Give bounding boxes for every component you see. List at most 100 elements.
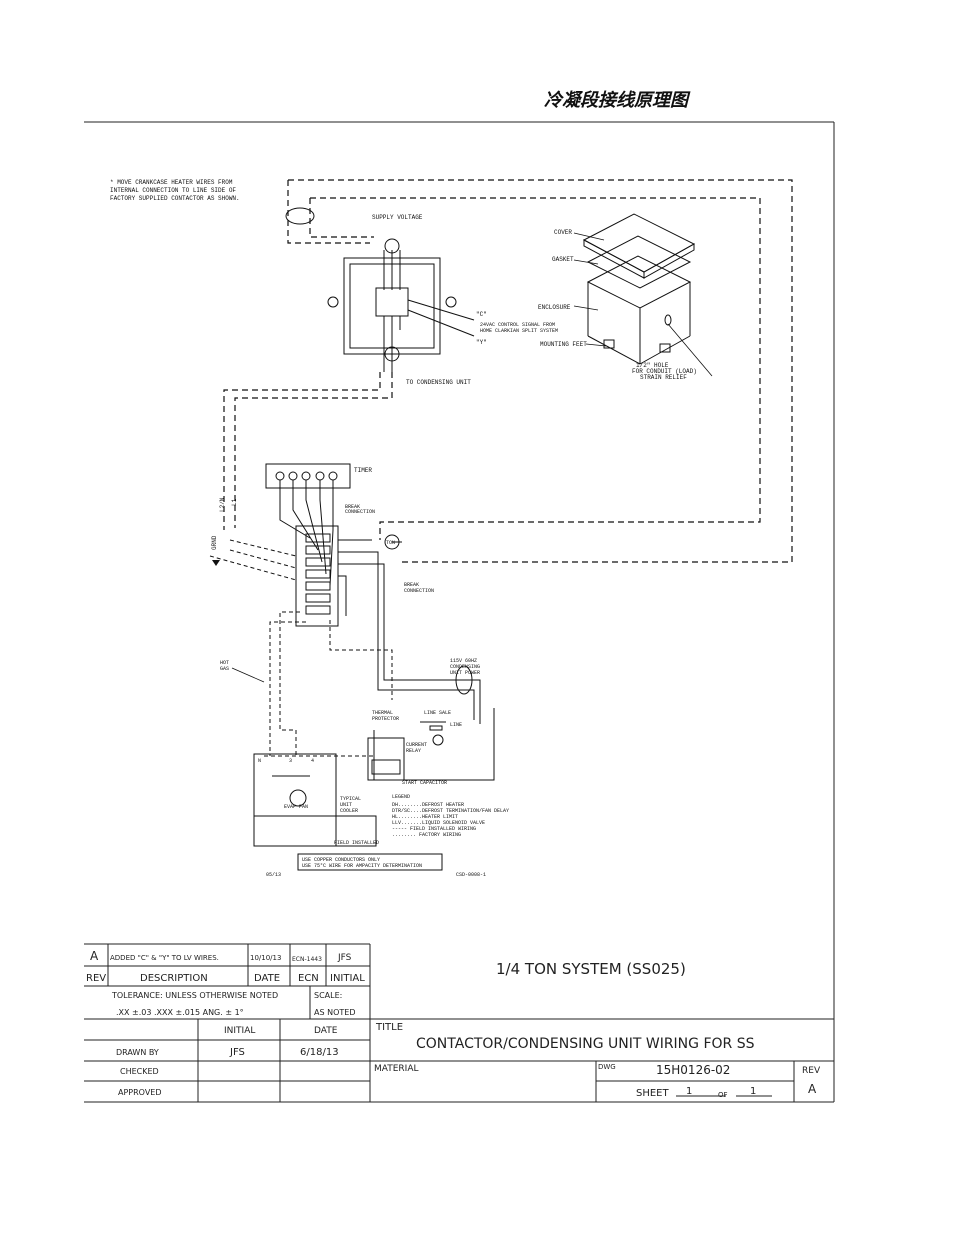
legend-item: DH........DEFROST HEATER xyxy=(392,802,464,808)
sheet-label: SHEET xyxy=(636,1088,670,1099)
unit-power-label-3: UNIT POWER xyxy=(450,670,480,676)
title-label: TITLE xyxy=(375,1022,403,1033)
l2n-label: L2/N xyxy=(219,497,226,512)
header-rev: REV xyxy=(86,973,106,984)
drawn-by-label: DRAWN BY xyxy=(116,1048,159,1057)
hot-gas-leader xyxy=(231,667,265,683)
legend-item: ........ FACTORY WIRING xyxy=(392,832,461,838)
fan-motor-label: EVAP FAN xyxy=(284,804,308,810)
drawn-initial: JFS xyxy=(229,1047,245,1058)
legend-item: ----- FIELD INSTALLED WIRING xyxy=(392,826,476,832)
l1-label: L1 xyxy=(231,498,238,506)
compressor-terminal xyxy=(432,734,444,746)
mounting-feet-label: MOUNTING FEET xyxy=(540,341,587,348)
supply-voltage-label: SUPPLY VOLTAGE xyxy=(372,214,423,221)
enclosure-drawing xyxy=(582,213,696,365)
legend-title: LEGEND xyxy=(392,794,410,800)
rev-label: REV xyxy=(802,1066,821,1076)
current-label: CURRENT xyxy=(406,742,427,748)
note-crankcase: * MOVE CRANKCASE HEATER WIRES FROM INTER… xyxy=(110,179,240,202)
unit-power-label-1: 115V 60HZ xyxy=(450,658,477,664)
sheet-total: 1 xyxy=(750,1086,756,1097)
hole-label-2: FOR CONDUIT (LOAD) xyxy=(632,368,697,375)
material-label: MATERIAL xyxy=(374,1064,419,1074)
header-initial: INITIAL xyxy=(330,973,365,984)
typical-label-1: TYPICAL xyxy=(340,796,361,802)
terminal-4-label: 4 xyxy=(311,758,314,764)
dashed-inner-wires xyxy=(209,539,393,757)
note-pointer-ellipse xyxy=(285,207,315,225)
line-sale-label: LINE SALE xyxy=(424,710,451,716)
ton-label: TON xyxy=(386,540,395,546)
ground-icon xyxy=(212,560,220,566)
hole-label-1: 1/2" HOLE xyxy=(636,362,669,369)
rev-description: ADDED "C" & "Y" TO LV WIRES. xyxy=(110,954,219,962)
hole-label-3: STRAIN RELIEF xyxy=(640,374,687,381)
y-terminal-label: "Y" xyxy=(476,339,487,346)
enclosure-leaders xyxy=(573,232,713,377)
enclosure-label: ENCLOSURE xyxy=(538,304,571,311)
sheet-number: 1 xyxy=(686,1086,692,1097)
protector-label: PROTECTOR xyxy=(372,716,399,722)
col-initial: INITIAL xyxy=(224,1026,255,1036)
legend-item: LLV.......LIQUID SOLENOID VALVE xyxy=(392,820,485,826)
rev-date: 10/10/13 xyxy=(250,954,281,962)
ground-label: GRND xyxy=(211,535,218,550)
terminal-3-label: 3 xyxy=(289,758,292,764)
approved-label: APPROVED xyxy=(118,1088,162,1097)
start-capacitor-label: START CAPACITOR xyxy=(402,780,447,786)
drawing-title: CONTACTOR/CONDENSING UNIT WIRING FOR SS xyxy=(416,1036,755,1052)
tolerance-label: TOLERANCE: UNLESS OTHERWISE NOTED xyxy=(111,991,278,1000)
hot-gas-label-1: HOT xyxy=(220,660,229,666)
solid-wires xyxy=(253,480,495,847)
field-installed-label: FIELD INSTALLED xyxy=(334,840,379,846)
scale-label: SCALE: xyxy=(314,991,342,1000)
ton-switch xyxy=(384,534,400,550)
gasket-label: GASKET xyxy=(552,256,574,263)
checked-label: CHECKED xyxy=(120,1067,159,1076)
svg-text:INTERNAL CONNECTION TO LINE SI: INTERNAL CONNECTION TO LINE SIDE OF xyxy=(110,187,236,194)
copper-note-2: USE 75°C WIRE FOR AMPACITY DETERMINATION xyxy=(302,863,422,869)
relay-box xyxy=(367,737,405,781)
header-date: DATE xyxy=(254,973,280,984)
of-label: OF xyxy=(718,1091,728,1099)
legend-item: DTR/SC....DEFROST TERMINATION/FAN DELAY xyxy=(392,808,509,814)
tolerance-values: .XX ±.03 .XXX ±.015 ANG. ± 1° xyxy=(116,1008,244,1017)
rev-value: A xyxy=(808,1082,817,1096)
connection-label-2: CONNECTION xyxy=(404,588,434,594)
fuse-element xyxy=(429,725,443,731)
control-signal-label-2: HOME CLARKIAN SPLIT SYSTEM xyxy=(480,328,558,334)
rev-initial: JFS xyxy=(337,953,352,963)
drawn-date: 6/18/13 xyxy=(300,1047,339,1058)
header-ecn: ECN xyxy=(298,973,319,984)
rev-letter: A xyxy=(90,949,99,963)
line-label: LINE xyxy=(450,722,462,728)
c-terminal-label: "C" xyxy=(476,311,487,318)
system-title: 1/4 TON SYSTEM (SS025) xyxy=(496,960,686,978)
page-title: 冷凝段接线原理图 xyxy=(544,90,688,111)
thermal-label: THERMAL xyxy=(372,710,393,716)
connection-label-1: CONNECTION xyxy=(345,509,375,515)
break-label-1: BREAK xyxy=(345,504,360,510)
relay-label: RELAY xyxy=(406,748,421,754)
rev-ecn: ECN-1443 xyxy=(292,956,322,963)
legend-item: HL........HEATER LIMIT xyxy=(392,814,458,820)
hot-gas-label-2: GAS xyxy=(220,666,229,672)
scale-value: AS NOTED xyxy=(314,1008,355,1017)
power-wire-ellipse xyxy=(455,665,473,695)
cover-label: COVER xyxy=(554,229,572,236)
n-terminal-label: N xyxy=(258,758,261,764)
drawing-frame xyxy=(84,121,835,1103)
drawing-code: CSD-0008-1 xyxy=(456,872,486,878)
contactor-box xyxy=(327,238,475,372)
unit-power-label-2: CONDENSING xyxy=(450,664,480,670)
title-block-grid xyxy=(84,943,834,1102)
dashed-wiring-loops xyxy=(223,179,793,563)
control-signal-label-1: 24VAC CONTROL SIGNAL FROM xyxy=(480,322,555,328)
dwg-label: DWG xyxy=(598,1063,616,1071)
header-description: DESCRIPTION xyxy=(140,973,208,984)
dwg-number: 15H0126-02 xyxy=(656,1063,730,1077)
to-condensing-label: TO CONDENSING UNIT xyxy=(406,379,471,386)
col-date: DATE xyxy=(314,1026,338,1036)
typical-label-2: UNIT xyxy=(340,802,352,808)
